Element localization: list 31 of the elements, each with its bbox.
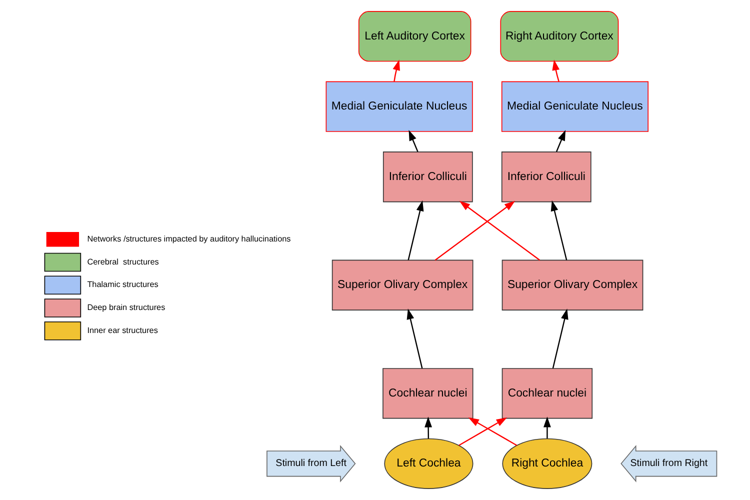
arrow	[543, 416, 551, 438]
legend-label: Networks /structures impacted by auditory hallucinations	[87, 234, 291, 244]
legend-label: Inner ear structures	[87, 326, 158, 335]
node-box: Inferior Colliculi	[501, 152, 592, 202]
arrow	[552, 60, 560, 82]
arrow	[424, 416, 432, 438]
arrow	[552, 308, 568, 369]
node-box: Superior Olivary Complex	[502, 260, 644, 310]
node-box: Superior Olivary Complex	[332, 260, 474, 310]
arrow	[550, 200, 568, 260]
arrow	[406, 308, 423, 369]
legend-label: Thalamic structures	[87, 280, 158, 290]
legend-label: Cerebral structures	[87, 257, 159, 266]
arrow	[556, 130, 566, 152]
node-ellipse: Left Cochlea	[384, 438, 474, 489]
node-box: Medial Geniculate Nucleus	[501, 81, 648, 132]
legend-label: Deep brain structures	[87, 303, 166, 312]
node-box: Cochlear nuclei	[382, 368, 474, 419]
node-box: Medial Geniculate Nucleus	[326, 81, 473, 132]
arrow	[408, 130, 418, 152]
node-ellipse: Right Cochlea	[502, 438, 592, 489]
node-box: Cochlear nuclei	[502, 368, 593, 419]
arrow	[468, 417, 518, 446]
arrow	[459, 200, 540, 261]
node-box: Right Auditory Cortex	[500, 11, 619, 62]
arrow	[392, 60, 400, 82]
node-box: Left Auditory Cortex	[358, 11, 472, 62]
arrow	[408, 200, 424, 260]
arrow	[458, 417, 508, 446]
arrow	[434, 200, 516, 261]
node-box: Inferior Colliculi	[382, 152, 473, 202]
